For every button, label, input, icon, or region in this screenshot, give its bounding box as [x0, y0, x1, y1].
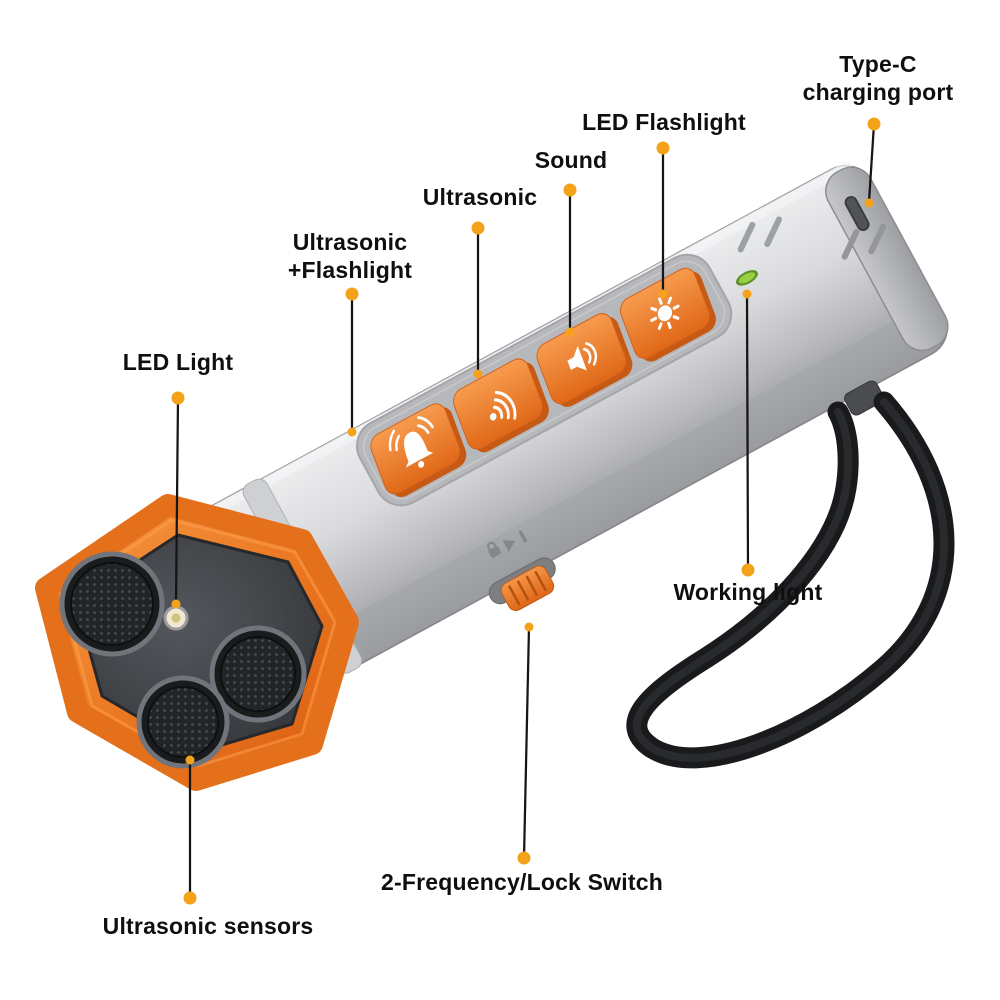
bell-alarm-icon — [388, 416, 434, 468]
callout-lines — [171, 117, 881, 905]
wrist-strap — [626, 380, 955, 769]
button-panel-inset — [362, 260, 726, 500]
speaker-sound-icon — [567, 342, 598, 371]
lock-icon — [487, 541, 501, 558]
button-led-flashlight — [619, 267, 716, 362]
label-freq-lock-switch: 2-Frequency/Lock Switch — [381, 869, 663, 895]
callout-ultrasonic — [471, 221, 485, 379]
ultrasonic-sensor-1 — [59, 551, 165, 657]
button-ultrasonic-flashlight — [370, 403, 467, 498]
button-sound — [536, 313, 633, 407]
grip-chevrons-top — [737, 216, 782, 253]
button-ultrasonic — [453, 358, 549, 453]
callout-led-light — [171, 391, 185, 609]
label-ultrasonic: Ultrasonic — [422, 184, 538, 210]
slide-switch — [488, 557, 556, 611]
label-led-flashlight: LED Flashlight — [582, 109, 746, 135]
type-c-port — [825, 166, 949, 352]
label-led-light: LED Light — [122, 349, 234, 375]
ultrasonic-sensor-2 — [209, 625, 307, 723]
side-markings — [487, 530, 528, 558]
ultrasonic-waves-icon — [489, 390, 517, 421]
ultrasonic-sensor-3 — [136, 675, 230, 769]
callout-led-flashlight — [656, 141, 670, 299]
device-head — [35, 494, 359, 791]
label-working-light: Working light — [673, 579, 823, 605]
strap-clamp — [844, 380, 884, 416]
callout-type-c — [864, 117, 881, 208]
callout-sound — [563, 183, 577, 337]
label-ultrasonic-flashlight: Ultrasonic +Flashlight — [287, 229, 413, 284]
grip-chevrons-side — [841, 223, 887, 260]
device-body — [164, 161, 949, 712]
working-light-led — [736, 270, 758, 286]
callout-ultrasonic-flashlight — [345, 287, 359, 437]
callout-freq-lock-switch — [517, 622, 534, 865]
bar-icon — [518, 530, 528, 543]
triangle-icon — [502, 540, 516, 552]
led-light-lamp — [163, 605, 189, 631]
sun-flashlight-icon — [650, 296, 680, 330]
label-sound: Sound — [534, 147, 608, 173]
label-type-c: Type-C charging port — [802, 51, 954, 106]
callout-working-light — [741, 289, 755, 577]
label-ultrasonic-sensors: Ultrasonic sensors — [102, 913, 314, 939]
callout-ultrasonic-sensors — [183, 755, 197, 905]
